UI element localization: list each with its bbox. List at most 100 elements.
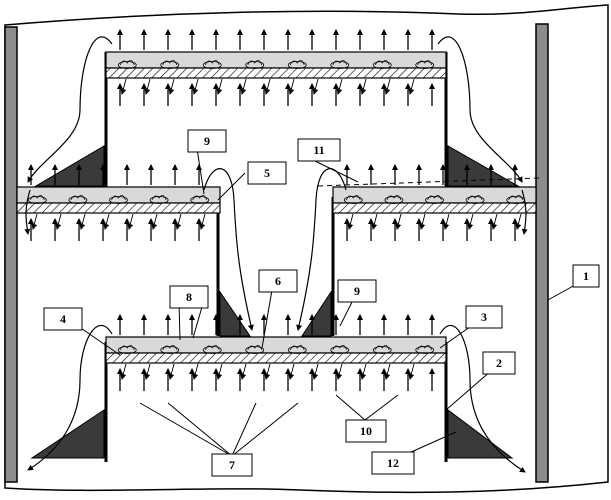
drip-arrow	[347, 213, 354, 230]
drip-arrow	[240, 78, 247, 95]
bubble-cap	[343, 196, 363, 204]
tray-plate	[105, 336, 447, 354]
bubble-swirl	[111, 195, 126, 201]
drip-arrow	[384, 78, 391, 95]
svg-text:12: 12	[387, 456, 399, 470]
label-12: 12	[371, 451, 415, 475]
bubble-cap	[160, 346, 180, 354]
drip-arrow	[192, 363, 199, 380]
liquid-flow-arrows	[24, 36, 528, 473]
liquid-arrow	[437, 36, 523, 183]
drip-arrow	[199, 213, 206, 230]
bubble-cap	[287, 61, 307, 69]
bubble-swirl	[162, 60, 178, 66]
svg-text:10: 10	[360, 424, 372, 438]
label-8: 8	[169, 285, 209, 309]
liquid-arrow	[24, 189, 31, 235]
tray-plate	[16, 186, 221, 204]
liquid-arrow	[27, 36, 113, 183]
bubble-cap	[415, 61, 435, 69]
bubble-cap	[245, 346, 265, 354]
bubble-swirl	[119, 60, 135, 66]
liquid-arrow	[27, 324, 113, 471]
drip-arrow	[120, 78, 127, 95]
bubble-swirl	[386, 195, 402, 201]
drip-arrow	[31, 213, 38, 230]
liquid-arrow	[521, 189, 528, 235]
tray-plate	[105, 51, 447, 69]
drip-arrow	[443, 213, 450, 230]
bubble-swirl	[427, 195, 442, 201]
vapor-arrows	[28, 29, 522, 391]
bubble-cap	[287, 346, 307, 354]
bubble-swirl	[374, 345, 390, 351]
bubble-swirl	[508, 195, 524, 201]
drip-arrow	[384, 363, 391, 380]
liquid-arrow	[203, 168, 254, 331]
svg-text:6: 6	[275, 274, 281, 288]
bubble-cap	[202, 61, 222, 69]
bubble-swirl	[467, 195, 483, 201]
bubble-swirl	[345, 195, 361, 201]
tray-top	[105, 51, 447, 79]
bubble-cap	[384, 196, 404, 204]
svg-text:9: 9	[204, 134, 210, 148]
bubble-swirl	[70, 195, 86, 201]
bubble-swirl	[374, 60, 390, 66]
label-11: 11	[297, 138, 341, 162]
svg-text:3: 3	[481, 310, 487, 324]
bubble-cap	[68, 196, 88, 204]
left-wall	[4, 26, 18, 483]
drip-arrow	[336, 78, 343, 95]
drip-arrow	[103, 213, 110, 230]
bubble-cap	[117, 346, 137, 354]
drip-arrow	[240, 363, 247, 380]
label-9-top: 9	[187, 129, 227, 153]
drip-arrow	[288, 363, 295, 380]
svg-text:8: 8	[186, 290, 192, 304]
bubble-cap	[372, 346, 392, 354]
seal-wedges	[30, 145, 520, 459]
bubble-swirl	[162, 345, 178, 351]
label-10: 10	[345, 419, 387, 443]
drip-arrow	[216, 363, 223, 380]
drip-arrow	[79, 213, 86, 230]
bubble-swirl	[151, 195, 167, 201]
svg-text:2: 2	[496, 356, 502, 370]
drip-arrow	[515, 213, 522, 230]
drip-arrow	[312, 78, 319, 95]
drip-arrow	[395, 213, 402, 230]
drip-arrow	[168, 363, 175, 380]
bubble-swirl	[289, 345, 305, 351]
drip-arrow	[312, 363, 319, 380]
drip-arrow	[192, 78, 199, 95]
drip-arrow	[336, 363, 343, 380]
bubble-swirl	[417, 60, 433, 66]
tray-bottom	[105, 336, 447, 364]
tray-hatched-layer	[332, 202, 537, 214]
drip-arrow	[408, 78, 415, 95]
svg-text:7: 7	[229, 458, 235, 472]
bubble-cap	[117, 61, 137, 69]
drip-arrow	[175, 213, 182, 230]
drip-arrow	[144, 78, 151, 95]
bubble-cap	[330, 61, 350, 69]
drip-arrow	[216, 78, 223, 95]
bubble-cap	[149, 196, 169, 204]
bubble-cap	[160, 61, 180, 69]
tray-hatched-layer	[105, 67, 447, 79]
drip-arrow	[419, 213, 426, 230]
label-7: 7	[211, 453, 253, 477]
trays	[16, 51, 537, 364]
drip-arrow	[467, 213, 474, 230]
bubble-swirl	[204, 60, 220, 66]
right-wall	[535, 23, 549, 483]
bubble-swirl	[192, 195, 208, 201]
bubble-cap	[27, 196, 47, 204]
label-9-bottom: 9	[337, 279, 377, 303]
bubble-swirl	[332, 60, 348, 66]
drip-arrow	[151, 213, 158, 230]
bubble-swirl	[119, 345, 135, 351]
bubble-swirl	[29, 195, 45, 201]
